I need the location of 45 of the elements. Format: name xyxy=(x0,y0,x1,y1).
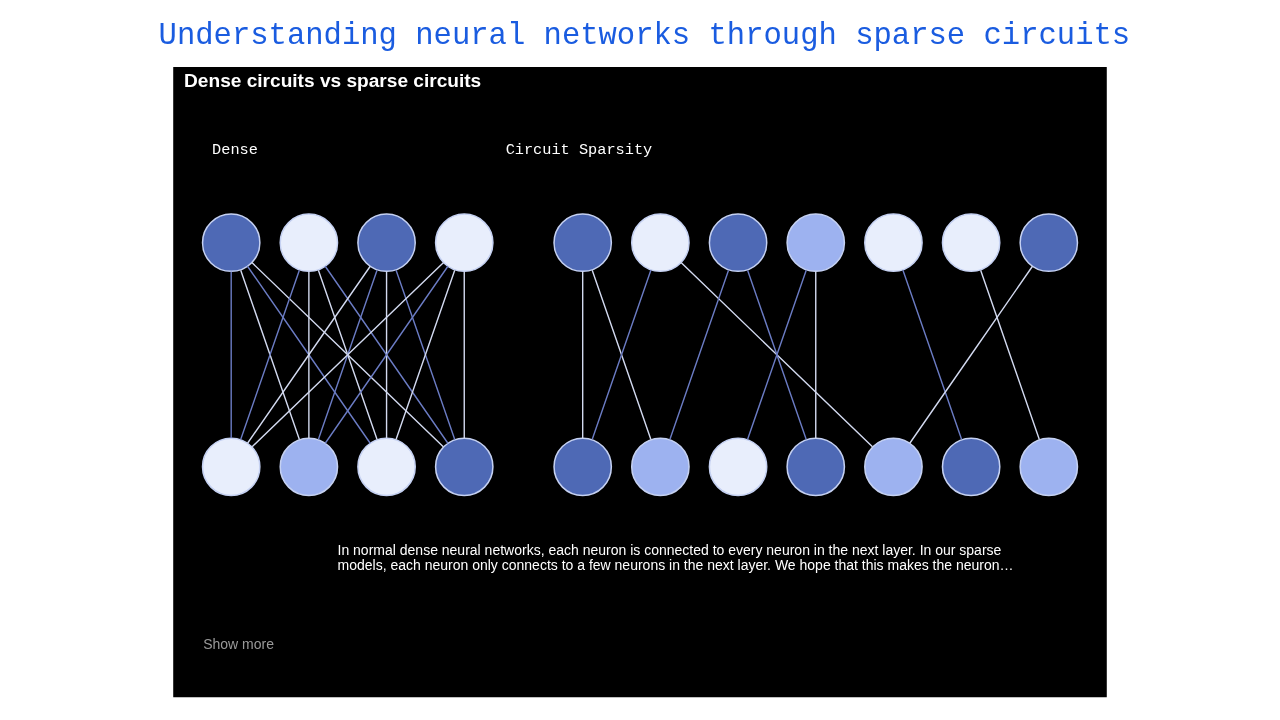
connector xyxy=(230,270,232,439)
node-circle xyxy=(864,212,923,272)
connector xyxy=(979,269,1040,440)
label: Dense xyxy=(212,140,258,159)
connector xyxy=(669,269,730,440)
node-circle xyxy=(630,212,690,272)
node-circle xyxy=(279,436,339,496)
node-circle xyxy=(201,212,261,272)
connector xyxy=(591,269,652,440)
node-circle xyxy=(786,436,846,496)
node-circle xyxy=(630,436,690,496)
node-circle xyxy=(941,212,1001,272)
node-circle xyxy=(708,212,768,272)
connector xyxy=(395,269,456,440)
label: Circuit Sparsity xyxy=(505,140,653,159)
node-circle xyxy=(279,212,339,272)
node-circle xyxy=(941,436,1001,496)
connector xyxy=(324,265,449,444)
connector xyxy=(385,270,388,439)
connector xyxy=(246,265,371,444)
label: In normal dense neural networks, each neuron is connected to every neuron in the next layer. In our sparse models, each neuron only connects to a few neurons in the next layer. We hope that this makes the neuron… xyxy=(337,541,1014,573)
node-circle xyxy=(357,436,416,496)
connector xyxy=(317,269,378,440)
node-circle xyxy=(1019,436,1079,496)
connector xyxy=(463,270,465,439)
connector xyxy=(680,261,874,447)
node-circle xyxy=(553,436,613,496)
connector xyxy=(240,269,301,440)
connector xyxy=(902,269,963,440)
node-circle xyxy=(553,212,613,272)
node-circle xyxy=(357,212,416,272)
node-circle xyxy=(708,436,768,496)
node-circle xyxy=(434,212,494,272)
diagram-title: Understanding neural networks through sparse circuits xyxy=(158,18,1131,53)
node-circle xyxy=(1019,212,1079,272)
node-circle xyxy=(864,436,923,496)
connector xyxy=(582,270,584,439)
node-circle xyxy=(201,436,261,496)
node-circle xyxy=(786,212,846,272)
connector xyxy=(308,270,310,439)
node-circle xyxy=(434,436,494,496)
connector xyxy=(815,270,817,439)
connector xyxy=(909,265,1034,444)
label: Show more xyxy=(203,635,274,652)
connector xyxy=(746,269,807,440)
